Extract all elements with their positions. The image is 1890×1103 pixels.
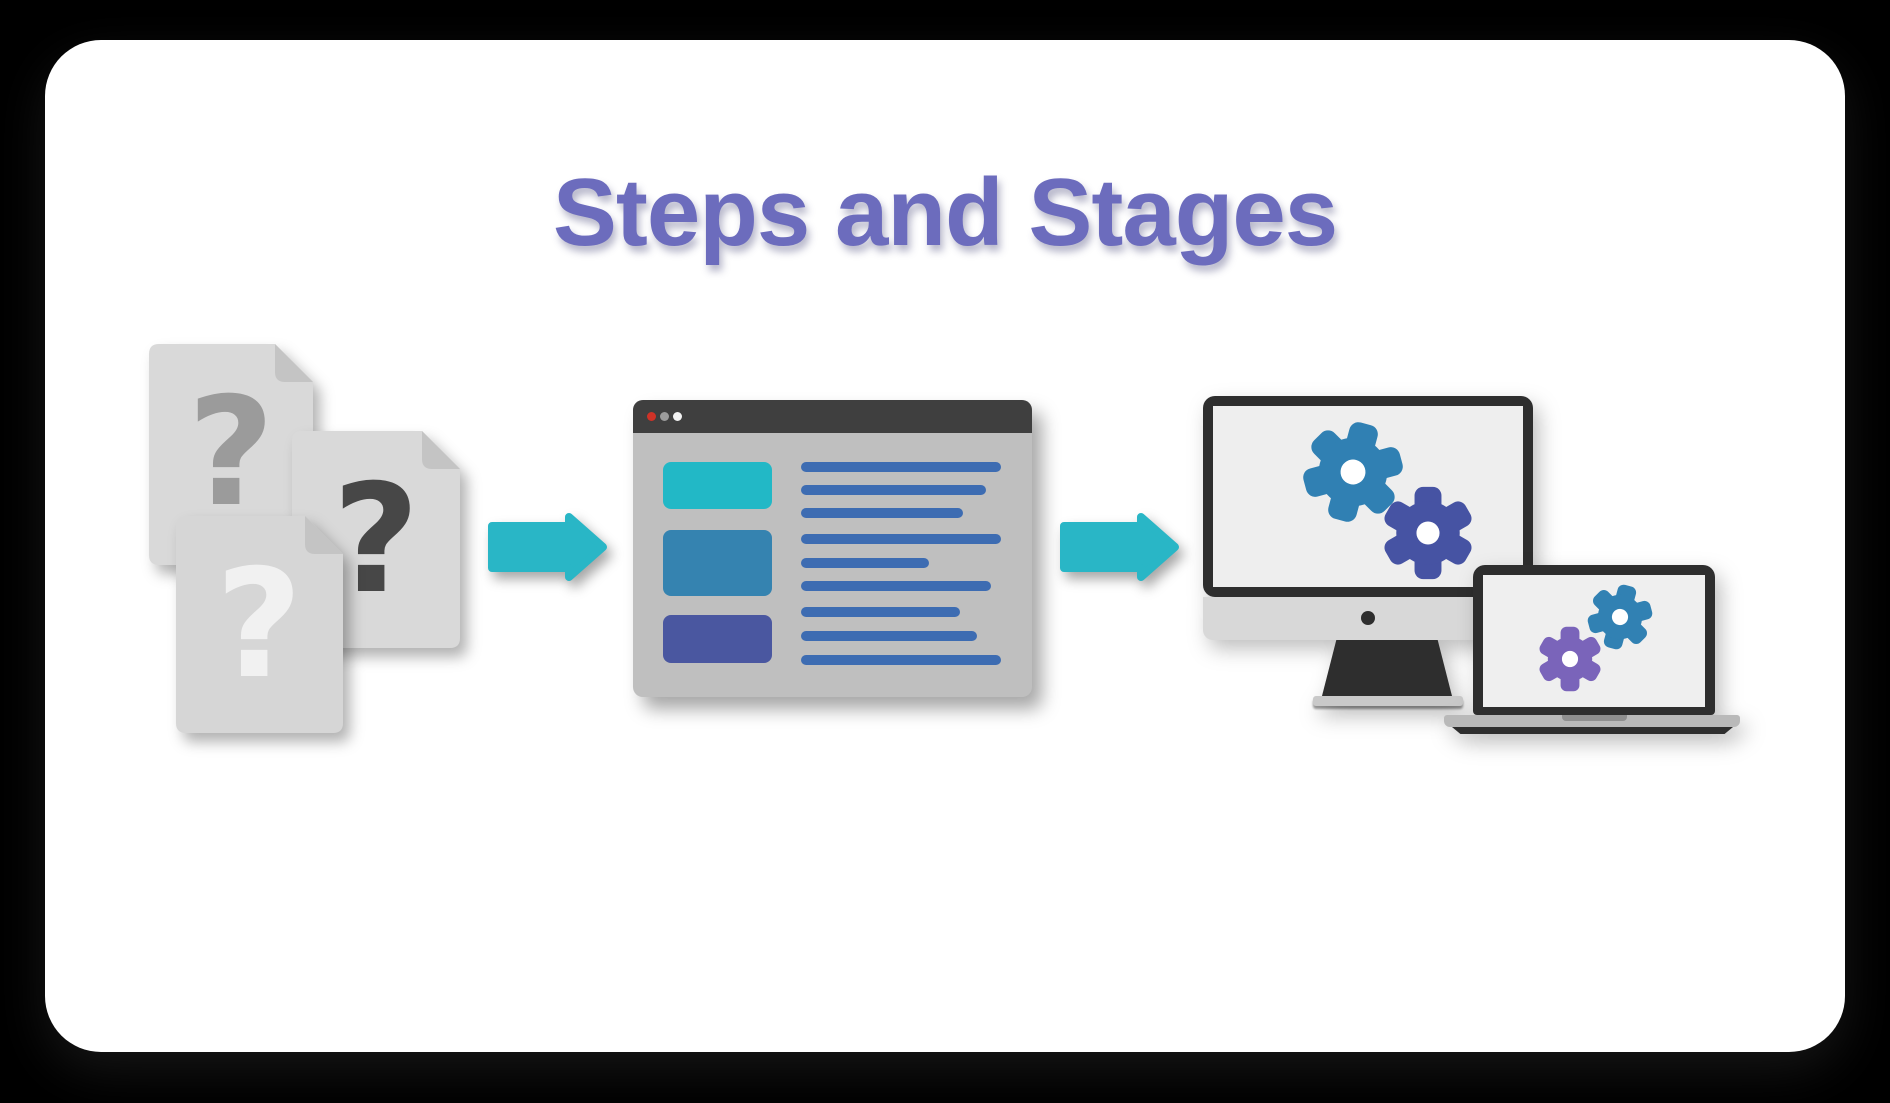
document-icon-back: ? — [149, 344, 313, 565]
window-dot-gray — [660, 412, 669, 421]
arrow-shape — [1060, 513, 1179, 581]
document-icon-front: ? — [176, 516, 343, 733]
window-dot-white — [673, 412, 682, 421]
text-line — [801, 607, 960, 617]
question-mark: ? — [215, 538, 302, 712]
monitor-frame — [1203, 396, 1533, 597]
gear-icon — [1537, 626, 1603, 692]
text-line — [801, 655, 1001, 665]
document-fold-corner — [275, 344, 313, 382]
content-block-blue — [663, 530, 772, 596]
monitor-camera-dot — [1361, 611, 1375, 625]
monitor-stand — [1322, 640, 1452, 696]
document-fold-corner — [422, 431, 460, 469]
text-line — [801, 508, 963, 518]
page-title: Steps and Stages — [552, 159, 1338, 266]
monitor-stand-base — [1313, 696, 1463, 706]
flow-arrow-2 — [1060, 513, 1179, 581]
text-line — [801, 581, 991, 591]
content-block-indigo — [663, 615, 772, 663]
window-dot-red — [647, 412, 656, 421]
document-fold-corner — [305, 516, 343, 554]
text-line — [801, 534, 1001, 544]
content-block-teal — [663, 462, 772, 509]
question-mark: ? — [187, 366, 274, 540]
slide-card: Steps and Stages ? ? ? — [45, 40, 1845, 1052]
laptop-hinge-notch — [1562, 715, 1627, 721]
document-paper — [149, 344, 313, 565]
text-line — [801, 462, 1001, 472]
laptop-base — [1444, 715, 1740, 727]
gear-icon — [1381, 486, 1475, 580]
browser-window-graphic — [633, 400, 1032, 697]
document-paper — [176, 516, 343, 733]
window-titlebar — [633, 400, 1032, 433]
question-mark: ? — [332, 453, 419, 627]
text-line — [801, 558, 929, 568]
text-line — [801, 485, 986, 495]
arrow-shape — [488, 513, 607, 581]
laptop-underside — [1452, 727, 1733, 734]
flow-arrow-1 — [488, 513, 607, 581]
text-line — [801, 631, 977, 641]
